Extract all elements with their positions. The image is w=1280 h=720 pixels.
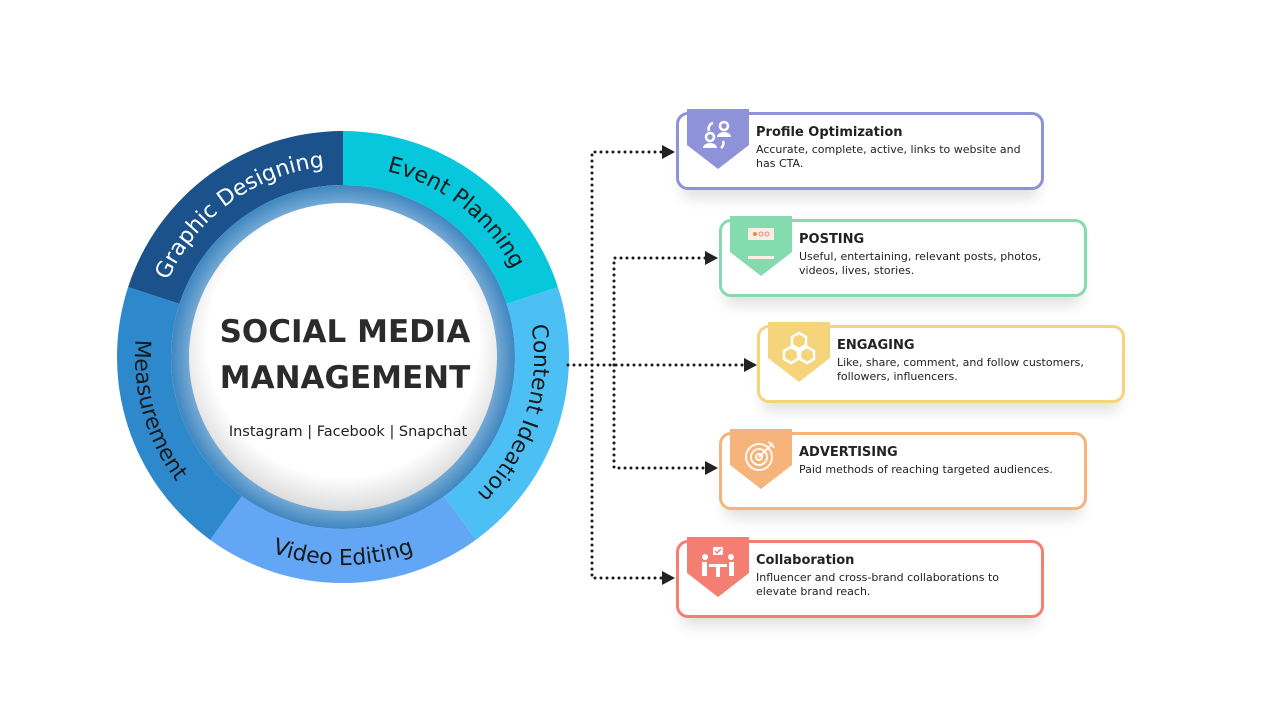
- center-circle: [189, 203, 497, 511]
- card-description: Influencer and cross-brand collaboration…: [756, 571, 1000, 598]
- connectors: [566, 150, 754, 580]
- ring-segment: [128, 131, 343, 304]
- center-title-line2: MANAGEMENT: [220, 360, 471, 396]
- card-description: Accurate, complete, active, links to web…: [756, 143, 1021, 170]
- connector-posting: [612, 256, 710, 367]
- center-platforms: Instagram | Facebook | Snapchat: [229, 424, 468, 440]
- connector-profile: [590, 150, 667, 367]
- arrow-icon: [705, 251, 718, 265]
- arrow-icon: [705, 461, 718, 475]
- ring-segment: [117, 287, 242, 540]
- connector-advertising: [612, 363, 710, 470]
- card-advertising: ADVERTISING Paid methods of reaching tar…: [719, 429, 1087, 510]
- center-title-line1: SOCIAL MEDIA: [220, 314, 471, 350]
- card-collaboration: Collaboration Influencer and cross-brand…: [676, 537, 1044, 618]
- users-exchange-icon: [687, 109, 749, 171]
- connector-collaboration: [590, 363, 667, 580]
- ring-segment: [444, 287, 569, 540]
- arrow-icon: [662, 571, 675, 585]
- arrow-icon: [744, 358, 757, 372]
- card-posting: POSTING Useful, entertaining, relevant p…: [719, 216, 1087, 297]
- ring-segment: [343, 131, 558, 304]
- arrow-icon: [662, 145, 675, 159]
- post-screen-icon: [730, 216, 792, 278]
- connector-arrows: [662, 145, 757, 585]
- ring-segment: [210, 496, 476, 583]
- collaboration-icon: [687, 537, 749, 599]
- card-engaging: ENGAGING Like, share, comment, and follo…: [757, 322, 1125, 403]
- card-description: Paid methods of reaching targeted audien…: [799, 463, 1053, 476]
- card-title: Collaboration: [756, 553, 855, 568]
- card-title: ENGAGING: [837, 338, 915, 353]
- card-title: ADVERTISING: [799, 445, 898, 460]
- card-description: Useful, entertaining, relevant posts, ph…: [799, 250, 1042, 277]
- card-title: Profile Optimization: [756, 125, 903, 140]
- cubes-icon: [768, 322, 830, 384]
- card-title: POSTING: [799, 232, 865, 247]
- target-icon: [730, 429, 792, 491]
- card-profile-optimization: Profile Optimization Accurate, complete,…: [676, 109, 1044, 190]
- card-description: Like, share, comment, and follow custome…: [837, 356, 1084, 383]
